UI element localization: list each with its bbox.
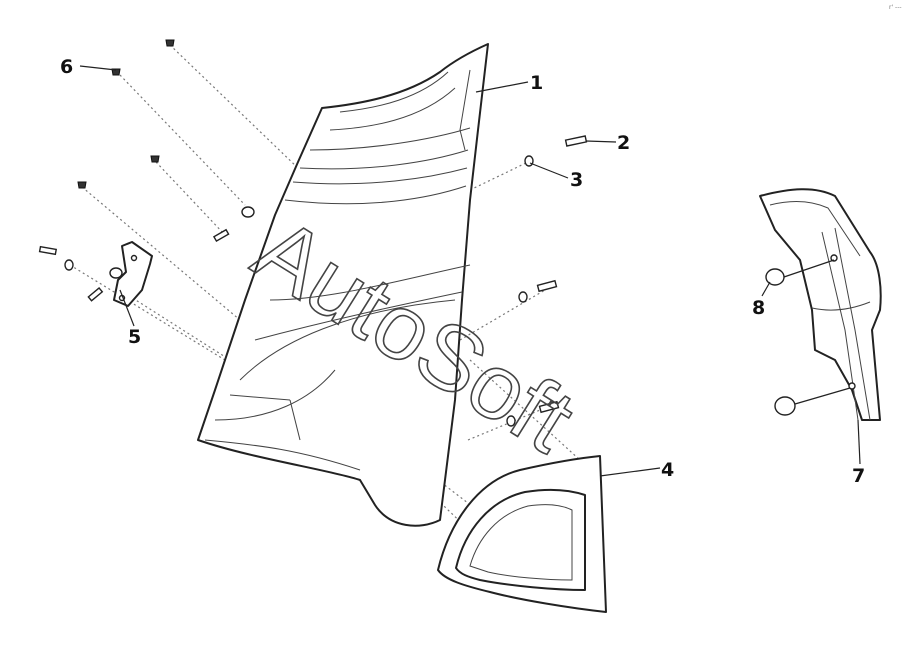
callout-6: 6	[60, 56, 73, 78]
part-4-trim-frame	[437, 455, 607, 613]
callout-4: 4	[661, 459, 674, 481]
callout-leader-lines	[79, 65, 861, 477]
callout-8: 8	[752, 297, 765, 319]
part-8-clips	[765, 259, 851, 416]
callout-5: 5	[128, 326, 141, 348]
washer-fasteners	[64, 155, 534, 427]
callout-3: 3	[570, 169, 583, 191]
callout-7: 7	[852, 465, 865, 487]
callout-1: 1	[530, 72, 543, 94]
screw-fasteners	[38, 39, 588, 414]
callout-2: 2	[617, 132, 630, 154]
part-7-side-bracket	[759, 188, 882, 421]
part-5-bracket	[113, 241, 153, 307]
part-1-side-panel	[197, 43, 489, 527]
corner-mark: r' ---	[889, 4, 902, 11]
